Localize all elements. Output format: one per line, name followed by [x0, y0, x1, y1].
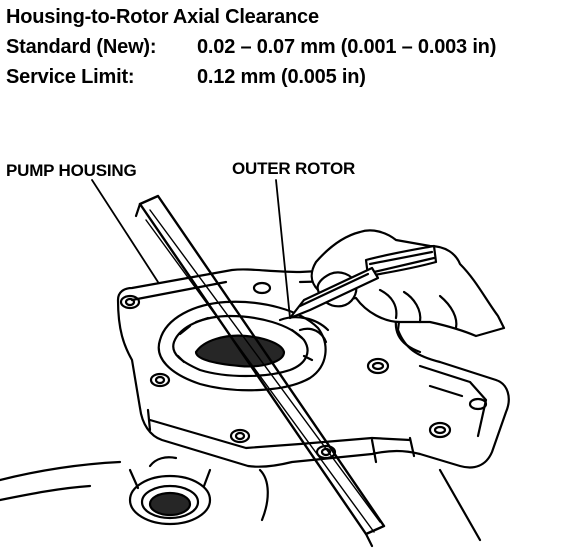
pump-housing-outline [116, 266, 510, 469]
callout-outer-rotor: OUTER ROTOR [232, 159, 356, 178]
spec-service-label: Service Limit: [6, 66, 135, 88]
callout-pump-housing: PUMP HOUSING [6, 161, 137, 180]
spec-title: Housing-to-Rotor Axial Clearance [6, 4, 319, 30]
pump-housing-leader [91, 179, 159, 283]
rotor-cavity [157, 300, 327, 392]
spec-service-value: 0.12 mm (0.005 in) [197, 66, 366, 88]
spec-standard-value: 0.02 – 0.07 mm (0.001 – 0.003 in) [197, 36, 497, 58]
spec-title-text: Housing-to-Rotor Axial Clearance [6, 6, 319, 28]
spec-standard-row: Standard (New): 0.02 – 0.07 mm (0.001 – … [6, 34, 496, 60]
spec-service-row: Service Limit: 0.12 mm (0.005 in) [6, 64, 366, 90]
outer-rotor-leader [275, 179, 291, 319]
spec-standard-label: Standard (New): [6, 36, 157, 58]
straight-edge [138, 194, 386, 536]
